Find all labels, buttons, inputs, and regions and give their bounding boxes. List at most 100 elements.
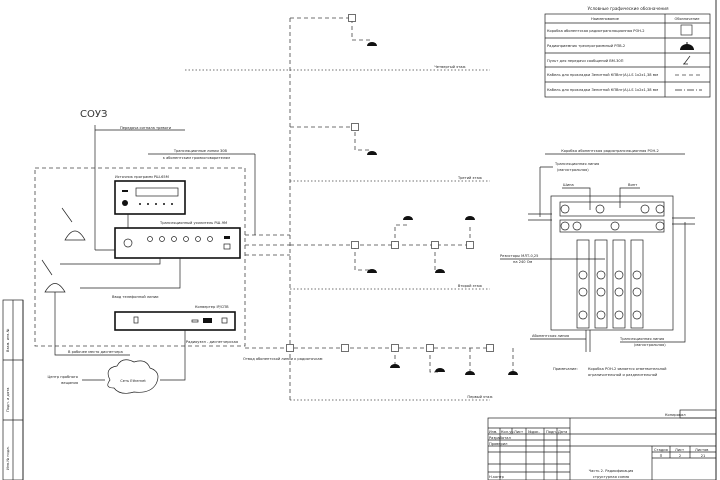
- converter-label: Конвертер IP/СПВ: [195, 305, 229, 309]
- detail-title: Коробка абонентская радиотрансляционная …: [561, 149, 659, 153]
- resistor-slot: [612, 239, 626, 329]
- screw-terminal-icon: [632, 310, 642, 320]
- speaker-icon: [680, 44, 694, 50]
- title-block: Копировал Изм. Кол.уч Лист №док. Подп. Д…: [487, 409, 717, 480]
- microphone-icon: [683, 55, 691, 65]
- top-line-label: Трансляционная линия: [554, 162, 599, 166]
- radio-room-label: Радиоузел - диспетчерская: [186, 340, 238, 344]
- sheets-label: Листов: [695, 448, 708, 452]
- note-label: Примечание:: [553, 367, 578, 371]
- junction-box-icon: [348, 14, 356, 22]
- junction-box-icon: [391, 344, 399, 352]
- col-header: Изм.: [489, 430, 497, 434]
- speaker-icon: [367, 151, 377, 155]
- amplifier-device: [114, 227, 241, 259]
- speaker-icon: [435, 368, 445, 372]
- screw-terminal-icon: [614, 287, 624, 297]
- bottom-line-label: Трансляционная линия: [619, 337, 664, 341]
- microphone-icon: [61, 207, 86, 241]
- souz-label: СОУЗ: [80, 109, 107, 120]
- lines-30v-label: Трансляционные линии 30В: [173, 149, 228, 153]
- junction-box-icon: [426, 344, 434, 352]
- screw-terminal-icon: [560, 221, 570, 231]
- developed-label: Разработал: [489, 436, 511, 440]
- ethernet-label: Сеть Ethernet: [120, 379, 146, 383]
- floor-label-second: Второй этаж: [458, 284, 483, 288]
- legend-row-name: Радиоприемник трехпрограммный РПВ-2: [547, 44, 625, 48]
- lines-30v-label-2: к абонентским громкоговорителям: [163, 156, 231, 160]
- schematic: СОУЗ Передача сигнала тревоги Трансляцио…: [34, 109, 323, 394]
- bottom-line-label-2: (магистральная): [634, 343, 666, 347]
- screw-terminal-icon: [595, 204, 605, 214]
- floor-label-third: Третий этаж: [457, 176, 483, 180]
- screw-terminal-icon: [655, 204, 665, 214]
- junction-box-icon: [431, 241, 439, 249]
- junction-box-icon: [466, 241, 474, 249]
- resistor-slot: [630, 239, 644, 329]
- junction-box-icon: [351, 123, 359, 131]
- screw-terminal-icon: [572, 221, 582, 231]
- amplifier-label: Трансляционный усилитель РШ-9М: [159, 221, 227, 225]
- junction-box-icon: [341, 344, 349, 352]
- center-label: Центр пробного: [47, 375, 78, 379]
- legend-row-name: Коробка абонентская радиотрансляционная …: [547, 29, 645, 33]
- note-text: Коробка РОН-2 является ответвительной: [588, 367, 667, 371]
- col-header: Дата: [558, 430, 567, 434]
- floor-lines: Четвертый этаж Третий этаж Второй этаж П…: [185, 17, 514, 401]
- screw-terminal-icon: [578, 287, 588, 297]
- floor-label-first: Первый этаж: [467, 395, 493, 399]
- floor-label-fourth: Четвертый этаж: [434, 65, 466, 69]
- speaker-icon: [465, 216, 475, 220]
- ethernet-cloud-icon: [107, 359, 159, 394]
- stage-value: П: [660, 454, 663, 458]
- resistors-label-2: на 240 Ом: [513, 260, 533, 264]
- speaker-icon: [435, 269, 445, 273]
- screw-terminal-icon: [610, 221, 620, 231]
- legend-row-name: Пульт для передачи сообщений ВМ-30П: [547, 59, 624, 63]
- screw-terminal-icon: [655, 221, 665, 231]
- subscriber-line-label: Абонентская линия: [532, 334, 569, 338]
- screw-terminal-icon: [640, 204, 650, 214]
- col-header: №док.: [528, 430, 540, 434]
- speaker-icon: [367, 42, 377, 46]
- speaker-icon: [508, 371, 518, 375]
- col-header: Кол.уч: [501, 430, 513, 434]
- side-label: Подп. и дата: [6, 388, 10, 412]
- source-label: Источник программ РШ-65М: [115, 175, 169, 179]
- junction-box-icon: [486, 344, 494, 352]
- screw-terminal-icon: [596, 270, 606, 280]
- screw-terminal-icon: [578, 270, 588, 280]
- screw-terminal-icon: [614, 270, 624, 280]
- dispatcher-label: В рабочее место диспетчера: [68, 350, 123, 354]
- branch-label: Отвод абонентской линии к радиоточкам: [243, 357, 323, 361]
- top-line-label-2: (магистральная): [557, 168, 589, 172]
- legend-row-name: Кабель для прокладки Зенитной КПВнг(А)-L…: [547, 88, 658, 92]
- drawing-name-2: структурная схема: [593, 475, 629, 479]
- resistor-slot: [576, 239, 590, 329]
- square-box-icon: [680, 24, 693, 36]
- ron2-detail: Коробка абонентская радиотрансляционная …: [500, 149, 695, 377]
- resistors-label: Резисторы МЛТ-0,25: [500, 254, 538, 258]
- screw-terminal-icon: [578, 310, 588, 320]
- speaker-icon: [403, 216, 413, 220]
- screw-terminal-icon: [596, 310, 606, 320]
- center-label-2: вещания: [61, 381, 78, 385]
- sheet-value: 2: [679, 454, 681, 458]
- legend-col-name: Наименование: [591, 17, 620, 21]
- legend-table: Условные графические обозначения Наимено…: [544, 6, 711, 98]
- screw-label: Винт: [628, 183, 637, 187]
- microphone-icon: [41, 259, 66, 293]
- junction-box-icon: [286, 344, 294, 352]
- alarm-signal-label: Передача сигнала тревоги: [120, 126, 172, 130]
- phone-input-label: Ввод телефонной линии: [112, 295, 159, 299]
- screw-terminal-icon: [632, 287, 642, 297]
- speaker-icon: [367, 269, 377, 273]
- junction-box-icon: [391, 241, 399, 249]
- radio-room-boundary: [34, 167, 246, 347]
- checked-label: Проверил: [489, 442, 507, 446]
- screw-terminal-icon: [560, 204, 570, 214]
- note-text-2: ограничительной и разделительной: [588, 373, 658, 377]
- side-label: Взам. инв.№: [6, 328, 10, 352]
- legend-col-symbol: Обозначение: [675, 17, 701, 21]
